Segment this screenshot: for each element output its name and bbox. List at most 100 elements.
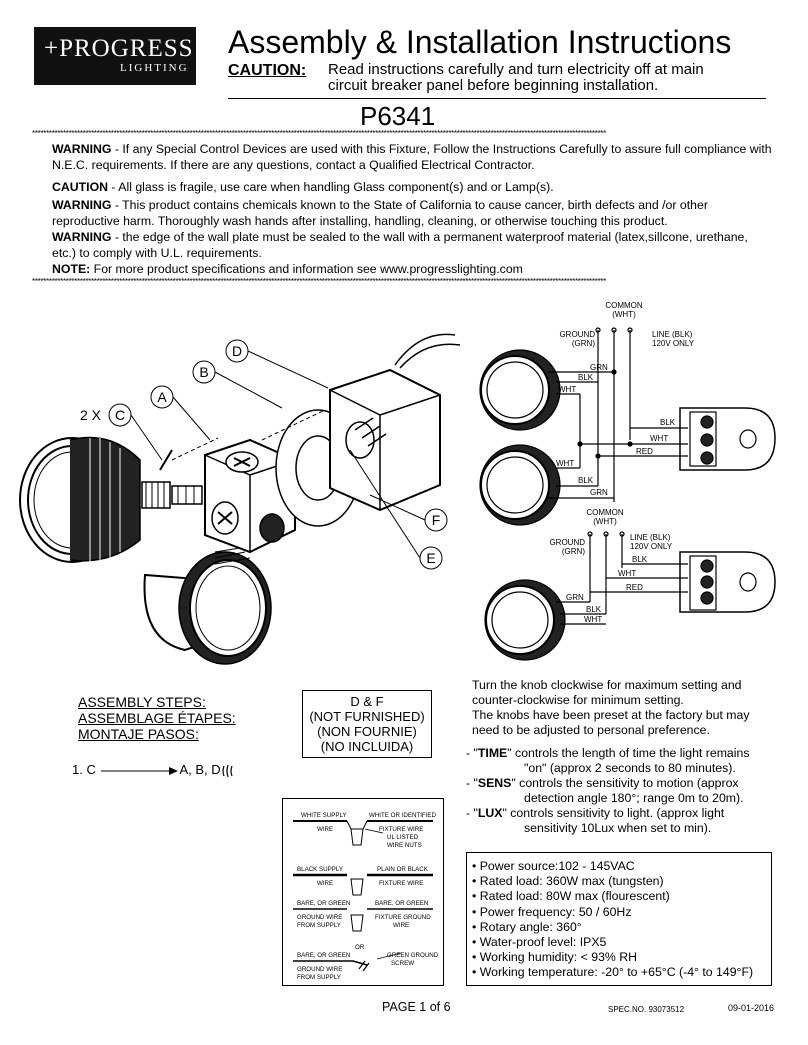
not-furnished-fr: (NON FOURNIE) [317,724,417,739]
knob-instructions: Turn the knob clockwise for maximum sett… [472,678,772,738]
common-sub-label-1: (WHT) [612,310,636,319]
wire-wht-label: WHT [650,434,668,443]
ul-listed-label: UL LISTED [387,834,419,841]
warning-label: CAUTION [52,180,109,194]
spec-item: • Water-proof level: IPX5 [472,935,607,950]
control-prefix: - " [466,776,478,790]
control-text: " controls the length of time the light … [507,746,750,760]
wire-red-label: RED [636,447,653,456]
warning-text: - the edge of the wall plate must be sea… [52,230,748,260]
caution-line: circuit breaker panel before beginning i… [328,77,659,94]
green-ground-label: GREEN GROUND [387,952,439,959]
wire-nut-icon [222,764,233,777]
wire-label: WIRE [317,880,333,887]
page-number: PAGE 1 of 6 [382,1000,451,1014]
page-title: Assembly & Installation Instructions [228,24,732,60]
control-descriptions: - "TIME" controls the length of time the… [466,746,776,836]
fixture-wire-label: FIXTURE WIRE [379,826,423,833]
note-label: NOTE: [52,262,91,276]
ground-label-1: GROUND [559,330,595,339]
warning-block: WARNING - If any Special Control Devices… [52,141,772,173]
model-number: P6341 [360,101,436,131]
fixture-ground-label: FIXTURE GROUND [375,914,431,921]
control-time-cont: "on" (approx 2 seconds to 80 minutes). [524,761,736,775]
control-time: - "TIME" controls the length of time the… [466,746,776,761]
plain-black-label: PLAIN OR BLACK [377,866,429,873]
spec-item: • Working humidity: < 93% RH [472,950,638,965]
spec-item: • Working temperature: -20° to +65°C (-4… [472,965,754,980]
exploded-fixture-illustration [19,333,461,665]
knob-line: counter-clockwise for minimum setting. [472,693,684,707]
wire-grn-label: GRN [590,363,608,372]
callout-e-label: E [426,550,435,566]
ground-label-2: GROUND [549,538,585,547]
steps-heading-fr: ASSEMBLAGE ÉTAPES: [78,710,236,726]
bare-green-label: BARE, OR GREEN [375,900,428,907]
line-label-1: LINE (BLK) [652,330,693,339]
or-label: OR [355,944,365,951]
star-divider-bottom: ****************************************… [32,278,606,283]
line-sub-label-1: 120V ONLY [652,339,695,348]
caution-label: CAUTION: [228,62,307,79]
warning-text: - All glass is fragile, use care when ha… [108,180,554,194]
control-lux-cont: sensitivity 10Lux when set to min). [524,821,712,835]
white-supply-label: WHITE SUPPLY [301,812,347,819]
wire-wht-label: WHT [618,569,636,578]
control-key: TIME [477,746,508,760]
logo-wordmark: +PROGRESS [44,35,194,62]
document-date: 09-01-2016 [728,1003,775,1013]
control-text: " controls sensitivity to light. (approx… [502,806,725,820]
step-to: A, B, D [179,762,221,777]
wire-blk-label: BLK [578,373,594,382]
common-sub-label-2: (WHT) [593,517,617,526]
warning-label: WARNING [52,142,112,156]
specifications-box: • Power source:102 - 145VAC • Rated load… [466,852,772,986]
control-prefix: - " [466,746,478,760]
arrow-right-icon [101,766,179,775]
warning-block: CAUTION - All glass is fragile, use care… [52,179,772,195]
warning-text: - If any Special Control Devices are use… [52,142,772,172]
spec-item: • Rotary angle: 360° [472,919,582,934]
note-block: NOTE: For more product specifications an… [52,261,772,277]
control-prefix: - " [466,806,478,820]
wire-connection-diagram: WHITE SUPPLY WHITE OR IDENTIFIED WIRE FI… [293,812,439,981]
control-sens-cont: detection angle 180°; range 0m to 20m). [524,791,744,805]
line-label-2: LINE (BLK) [630,533,671,542]
warning-block: WARNING - the edge of the wall plate mus… [52,229,772,261]
wire-grn-label: GRN [566,593,584,602]
callout-b-label: B [199,364,208,380]
part-callouts [108,339,448,570]
control-key: SENS [477,776,512,790]
wire-blk-label: BLK [578,476,594,485]
control-lux: - "LUX" controls sensitivity to light. (… [466,806,776,821]
wiring-diagram-one-lamp [484,531,776,661]
ground-wire-label: GROUND WIRE [297,966,342,973]
wire-red-label: RED [626,583,643,592]
warning-block: WARNING - This product contains chemical… [52,197,772,229]
assembly-step-1: 1. C A, B, D [72,762,235,778]
ground-sub-label-2: (GRN) [562,547,585,556]
callout-c-label: C [115,407,125,423]
control-sens: - "SENS" controls the sensitivity to mot… [466,776,776,791]
wire-grn-label: GRN [590,488,608,497]
control-text: " controls the sensitivity to motion (ap… [511,776,739,790]
spec-item: • Power source:102 - 145VAC [472,859,635,873]
wire-label: WIRE [317,826,333,833]
wire-blk-label: BLK [632,555,648,564]
callout-f-label: F [432,512,441,528]
callout-d-label: D [232,343,242,359]
wire-nuts-label: WIRE NUTS [387,842,422,849]
quantity-label: 2 X [80,407,102,423]
not-furnished-box: D & F (NOT FURNISHED) (NON FOURNIE) (NO … [302,690,432,758]
common-label-1: COMMON [605,301,643,310]
assembly-and-wiring-diagram: D B A C F E 2 X COMMON (WHT) GROUND (GRN… [19,301,776,665]
not-furnished-en: (NOT FURNISHED) [309,709,425,724]
not-furnished-es: (NO INCLUIDA) [320,739,414,754]
note-text: For more product specifications and info… [90,262,523,276]
screw-label: SCREW [391,960,414,967]
header-divider [228,98,766,99]
wire-connection-guide: WHITE SUPPLY WHITE OR IDENTIFIED WIRE FI… [282,798,444,986]
logo-subtext: LIGHTING [120,62,189,74]
wire-blk-label: BLK [586,605,602,614]
caution-line: Read instructions carefully and turn ele… [328,61,704,78]
